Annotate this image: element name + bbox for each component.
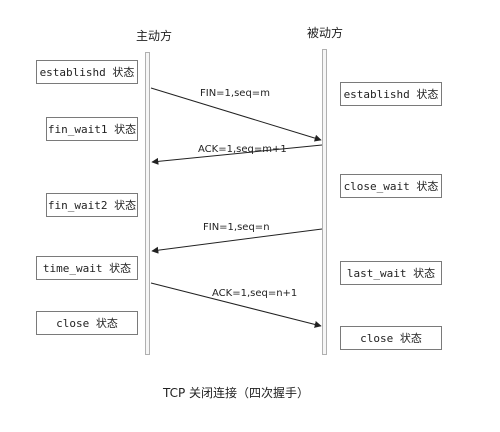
active-state-established: establishd 状态 (36, 60, 138, 84)
passive-state-last-wait: last_wait 状态 (340, 261, 442, 285)
active-timeline (145, 52, 150, 355)
active-state-time-wait: time_wait 状态 (36, 256, 138, 280)
ack-m-label: ACK=1,seq=m+1 (198, 144, 287, 155)
active-state-fin-wait2: fin_wait2 状态 (46, 193, 138, 217)
ack-n-label: ACK=1,seq=n+1 (212, 288, 297, 299)
fin-m-label: FIN=1,seq=m (200, 88, 270, 99)
ack-m-arrow (151, 144, 323, 165)
active-state-fin-wait1: fin_wait1 状态 (46, 117, 138, 141)
diagram-caption: TCP 关闭连接（四次握手） (163, 386, 310, 400)
passive-state-established: establishd 状态 (340, 82, 442, 106)
passive-timeline (322, 49, 327, 355)
ack-n-arrow (150, 282, 322, 328)
passive-state-close: close 状态 (340, 326, 442, 350)
active-party-header: 主动方 (136, 29, 173, 43)
fin-n-label: FIN=1,seq=n (203, 222, 270, 233)
passive-state-close-wait: close_wait 状态 (340, 174, 442, 198)
fin-n-arrow (151, 228, 323, 254)
active-state-close: close 状态 (36, 311, 138, 335)
passive-party-header: 被动方 (307, 26, 344, 40)
fin-m-arrow (150, 87, 322, 142)
